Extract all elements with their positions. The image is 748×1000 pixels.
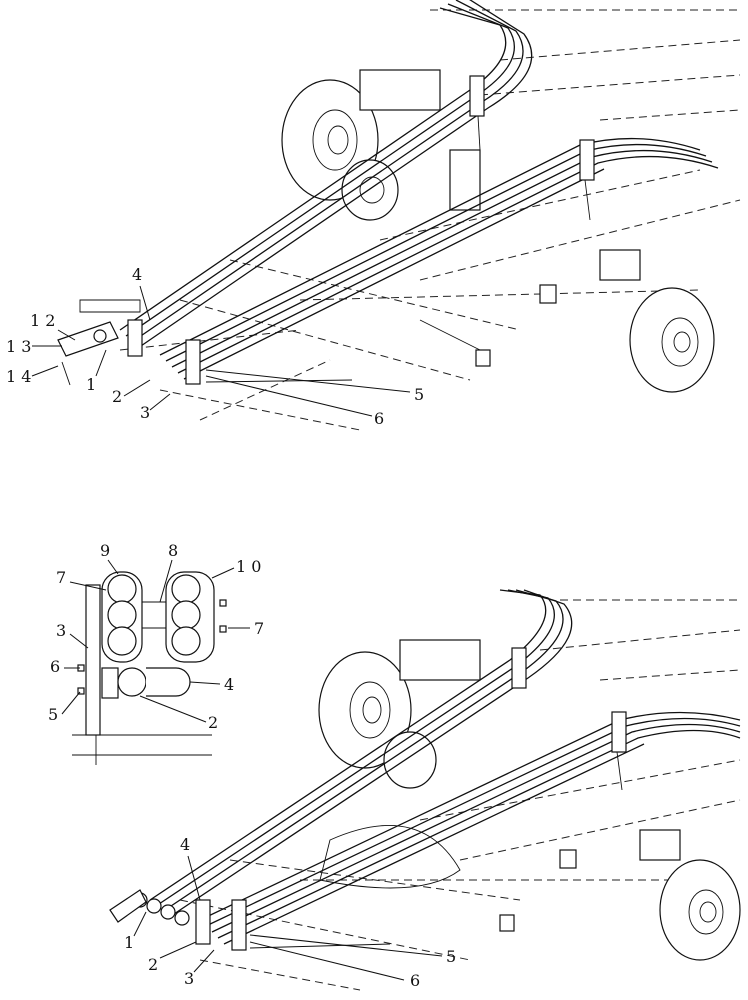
lower-callout-1: 1 [124,933,134,952]
lower-callout-5: 5 [446,947,456,966]
upper-wheel-mid [341,159,399,221]
lower-wheel-right [659,859,741,961]
lower-callout-4: 4 [180,835,190,854]
detail-callout-9: 9 [100,541,110,560]
detail-mounting-post [85,584,101,736]
lower-hose-bundle-b [199,711,741,945]
detail-callout-10: 1 0 [236,557,261,576]
lower-wheel-left [318,651,412,769]
lower-callouts: 4 1 2 3 5 6 [124,835,456,990]
detail-hose-stack-left [101,571,143,663]
callout-4: 4 [132,265,142,284]
clamp-detail-view: 9 8 1 0 7 7 3 6 4 5 2 [48,541,264,765]
upper-callouts: 1 2 1 3 1 4 4 1 2 3 5 6 [6,265,424,428]
detail-callout-8: 8 [168,541,178,560]
callout-5: 5 [414,385,424,404]
detail-callout-3: 3 [56,621,66,640]
lower-callout-2: 2 [148,955,158,974]
lower-wheel-mid [383,731,437,789]
callout-2: 2 [112,387,122,406]
upper-frame-tubes [79,69,641,367]
detail-callout-6: 6 [50,657,60,676]
lower-frame-tubes [319,639,681,932]
lower-callout-3: 3 [184,969,194,988]
detail-callout-2: 2 [208,713,218,732]
upper-frame-dashed [119,9,741,431]
callout-12: 1 2 [30,311,55,330]
callout-6: 6 [374,409,384,428]
detail-u-bolt-assembly [101,667,191,699]
detail-callout-7-right: 7 [254,619,264,638]
upper-wheel-right [629,287,715,393]
detail-callouts: 9 8 1 0 7 7 3 6 4 5 2 [48,541,264,732]
lower-frame-dashed [179,599,741,991]
upper-hitch [57,321,119,386]
lower-hose-ends [109,889,190,926]
callout-13: 1 3 [6,337,31,356]
detail-small-bolts [77,599,227,695]
lower-callout-6: 6 [410,971,420,990]
lower-hose-clamps [195,647,627,951]
detail-hose-stack-right [165,571,215,663]
callout-14: 1 4 [6,367,31,386]
callout-3: 3 [140,403,150,422]
detail-callout-5: 5 [48,705,58,724]
callout-1: 1 [86,375,96,394]
upper-assembly-view: 1 2 1 3 1 4 4 1 2 3 5 6 [6,0,741,431]
lower-assembly-view: 4 1 2 3 5 6 [109,589,741,991]
detail-callout-4: 4 [224,675,234,694]
detail-callout-7-left: 7 [56,568,66,587]
upper-hose-clamps [127,75,595,385]
